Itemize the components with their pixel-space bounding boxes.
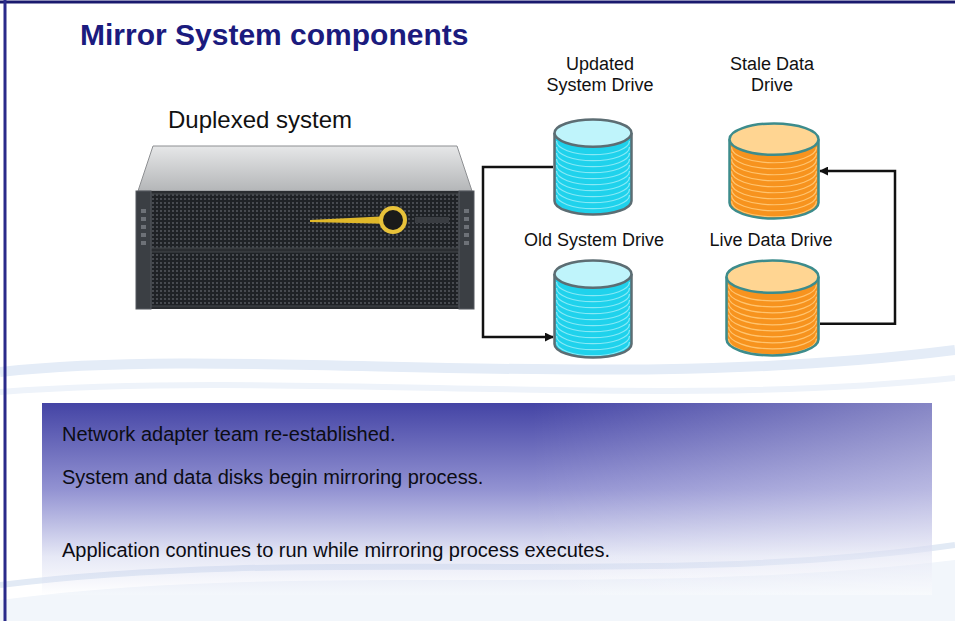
- drive-label: Old System Drive: [499, 230, 689, 251]
- drive-label: Updated System Drive: [543, 54, 658, 96]
- server-illustration: [135, 145, 475, 311]
- data-drive: Stale Data Drive: [712, 54, 832, 222]
- disk-cylinder: [553, 118, 633, 216]
- note-band: Network adapter team re-established. Syst…: [42, 403, 932, 595]
- data-drive: Live Data Drive: [682, 230, 860, 359]
- slide-title: Mirror System components: [80, 18, 468, 52]
- disk-cylinder: [725, 259, 820, 357]
- disk-cylinder: [728, 122, 820, 220]
- note-line: System and data disks begin mirroring pr…: [62, 466, 483, 489]
- server-node: Duplexed system: [130, 106, 480, 311]
- disk-cylinder: [553, 259, 633, 359]
- system-drive: Old System Drive: [495, 230, 693, 361]
- server-label: Duplexed system: [168, 106, 352, 134]
- note-line: Application continues to run while mirro…: [62, 539, 610, 562]
- note-line: Network adapter team re-established.: [62, 423, 396, 446]
- mirror-arrow: [483, 167, 553, 337]
- system-drive: Updated System Drive: [535, 54, 665, 218]
- drive-label: Stale Data Drive: [728, 54, 816, 96]
- drive-label: Live Data Drive: [686, 230, 856, 251]
